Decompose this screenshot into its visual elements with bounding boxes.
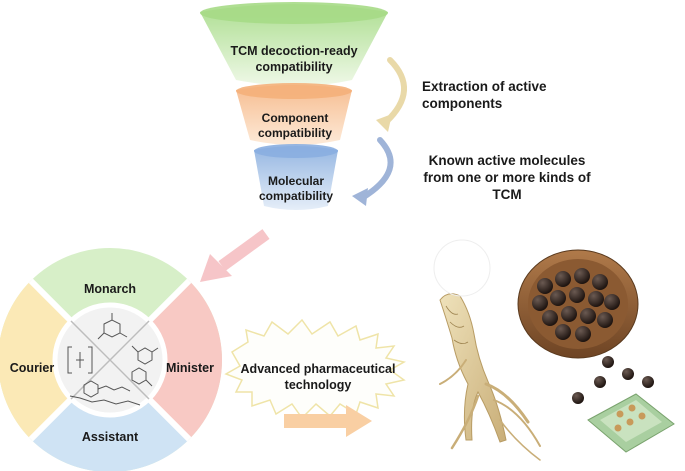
funnel-level-2-label-line2: compatibility bbox=[258, 126, 332, 140]
extraction-line-2: components bbox=[422, 96, 503, 111]
right-arrow-icon bbox=[284, 405, 372, 437]
curved-arrow-icon bbox=[383, 57, 408, 125]
known-line-1: Known active molecules bbox=[428, 153, 586, 168]
wheel-label-top: Monarch bbox=[84, 282, 136, 296]
funnel-level-3-label-line1: Molecular bbox=[268, 174, 324, 188]
ginseng-root-icon bbox=[439, 293, 541, 461]
compatibility-wheel: Monarch Minister Assistant Courier bbox=[0, 248, 223, 471]
extraction-line-1: Extraction of active bbox=[422, 79, 547, 94]
known-line-2: from one or more kinds of bbox=[423, 170, 591, 185]
curved-arrow-head-icon bbox=[376, 114, 392, 132]
funnel-level-1-label-line1: TCM decoction-ready bbox=[230, 44, 357, 58]
funnel-level-1-rim bbox=[200, 2, 388, 24]
placeholder-circle bbox=[433, 239, 491, 297]
pill-bowl-icon bbox=[517, 249, 639, 359]
wheel-label-right: Minister bbox=[166, 361, 214, 375]
wheel-label-bottom: Assistant bbox=[82, 430, 139, 444]
funnel: TCM decoction-ready compatibility Compon… bbox=[200, 2, 388, 210]
starburst: Advanced pharmaceutical technology bbox=[224, 318, 407, 420]
pill-sheet-icon bbox=[587, 393, 675, 453]
curved-arrow-icon bbox=[359, 137, 394, 201]
wheel-label-left: Courier bbox=[10, 361, 55, 375]
known-molecules-annotation: Known active molecules from one or more … bbox=[400, 152, 614, 203]
funnel-level-3-rim bbox=[254, 144, 338, 158]
funnel-level-2-rim bbox=[236, 83, 352, 99]
funnel-level-2-label-line1: Component bbox=[262, 111, 329, 125]
funnel-level-3 bbox=[254, 146, 338, 210]
curved-arrow-head-icon bbox=[352, 188, 368, 206]
starburst-label-line2: technology bbox=[285, 378, 352, 392]
funnel-level-1 bbox=[200, 4, 388, 86]
loose-pills bbox=[572, 356, 654, 404]
starburst-label-line1: Advanced pharmaceutical bbox=[241, 362, 396, 376]
known-line-3: TCM bbox=[492, 187, 522, 202]
diagonal-arrow-icon bbox=[200, 229, 270, 282]
funnel-level-3-label-line2: compatibility bbox=[259, 189, 333, 203]
funnel-level-1-label-line2: compatibility bbox=[255, 60, 332, 74]
extraction-annotation: Extraction of active components bbox=[422, 78, 622, 112]
starburst-shape bbox=[224, 318, 407, 420]
funnel-level-2 bbox=[236, 85, 352, 145]
molecule-structure-icon bbox=[67, 313, 159, 406]
